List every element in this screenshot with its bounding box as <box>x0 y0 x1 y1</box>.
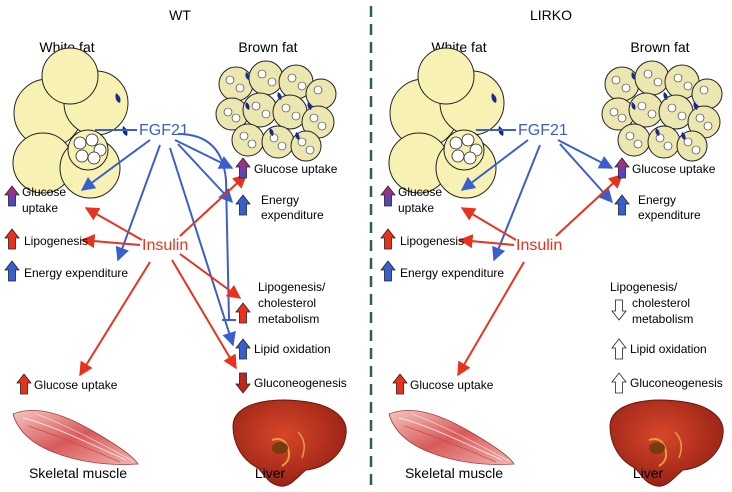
wf-glucose-label-2: uptake <box>398 201 434 215</box>
muscle-glucose-label: Glucose uptake <box>410 378 494 392</box>
panel-wt: WT White fat Brown fat FGF21 Insulin <box>4 7 348 488</box>
bf-glucose-up-arrow-icon <box>235 157 251 179</box>
white-fat-cells-icon <box>12 47 129 199</box>
wf-lipogenesis-label: Lipogenesis <box>400 234 464 248</box>
panel-title: WT <box>169 7 191 23</box>
bf-energy-label-2: expenditure <box>261 208 324 222</box>
bf-energy-label-2: expenditure <box>638 208 701 222</box>
liver-lipogenesis-down-arrow-icon <box>611 299 627 321</box>
fgf21-label: FGF21 <box>518 122 568 139</box>
bf-energy-label: Energy <box>638 193 676 207</box>
liver-lipogenesis-up-arrow-icon <box>235 302 251 324</box>
liver-lipogenesis-label-2: cholesterol <box>258 296 316 310</box>
bf-glucose-label: Glucose uptake <box>632 162 716 176</box>
brown-fat-cells-icon <box>601 60 723 162</box>
panel-title: LIRKO <box>530 7 572 23</box>
panel-lirko: LIRKO White fat Brown fat FGF21 Insulin … <box>380 7 725 488</box>
wf-glucose-label: Glucose <box>22 185 66 199</box>
liver-lipid-oxidation-label: Lipid oxidation <box>254 342 331 356</box>
muscle-glucose-up-arrow-icon <box>16 373 32 395</box>
skeletal-muscle-label: Skeletal muscle <box>29 465 127 481</box>
liver-gluconeogenesis-label: Gluconeogenesis <box>254 376 347 390</box>
insulin-label: Insulin <box>142 237 188 254</box>
liver-lipid-up-arrow-icon <box>235 338 251 360</box>
brown-fat-label: Brown fat <box>630 39 689 55</box>
wf-lipogenesis-label: Lipogenesis <box>24 234 88 248</box>
liver-label: Liver <box>633 465 664 481</box>
wf-energy-label: Energy expenditure <box>24 266 128 280</box>
wf-energy-up-arrow-icon <box>4 260 20 282</box>
liver-lipogenesis-label: Lipogenesis/ <box>258 280 326 294</box>
fgf21-label: FGF21 <box>139 122 189 139</box>
liver-lipid-up-arrow-icon <box>611 338 627 360</box>
bf-glucose-up-arrow-icon <box>614 157 630 179</box>
bf-energy-up-arrow-icon <box>235 194 251 216</box>
wf-lipogenesis-up-arrow-icon <box>380 228 396 250</box>
liver-icon <box>609 399 725 488</box>
liver-gluconeogenesis-down-arrow-icon <box>235 372 251 394</box>
skeletal-muscle-icon <box>388 409 515 465</box>
liver-lipogenesis-label-3: metabolism <box>632 312 693 326</box>
liver-gluconeogenesis-up-arrow-icon <box>611 372 627 394</box>
wf-lipogenesis-up-arrow-icon <box>4 228 20 250</box>
skeletal-muscle-label: Skeletal muscle <box>405 465 503 481</box>
bf-energy-label: Energy <box>261 193 299 207</box>
insulin-arrows <box>79 174 248 377</box>
wf-glucose-up-arrow-icon <box>380 185 396 207</box>
liver-lipogenesis-label-3: metabolism <box>258 312 319 326</box>
muscle-glucose-label: Glucose uptake <box>34 378 118 392</box>
wf-glucose-label: Glucose <box>398 185 442 199</box>
wf-energy-up-arrow-icon <box>380 260 396 282</box>
brown-fat-label: Brown fat <box>238 39 297 55</box>
skeletal-muscle-icon <box>12 409 139 465</box>
brown-fat-cells-icon <box>215 60 337 162</box>
liver-gluconeogenesis-label: Gluconeogenesis <box>630 376 723 390</box>
insulin-label: Insulin <box>516 237 562 254</box>
liver-icon <box>232 399 348 488</box>
fgf21-arrows <box>80 129 236 347</box>
bf-glucose-label: Glucose uptake <box>254 162 338 176</box>
bf-energy-up-arrow-icon <box>614 194 630 216</box>
wf-energy-label: Energy expenditure <box>400 266 504 280</box>
liver-label: Liver <box>255 465 286 481</box>
muscle-glucose-up-arrow-icon <box>392 373 408 395</box>
wf-glucose-up-arrow-icon <box>4 185 20 207</box>
insulin-arrows <box>457 174 624 377</box>
wf-glucose-label-2: uptake <box>22 201 58 215</box>
liver-lipogenesis-label: Lipogenesis/ <box>610 280 678 294</box>
liver-lipid-oxidation-label: Lipid oxidation <box>630 342 707 356</box>
liver-lipogenesis-label-2: cholesterol <box>632 296 690 310</box>
white-fat-cells-icon <box>388 47 505 199</box>
